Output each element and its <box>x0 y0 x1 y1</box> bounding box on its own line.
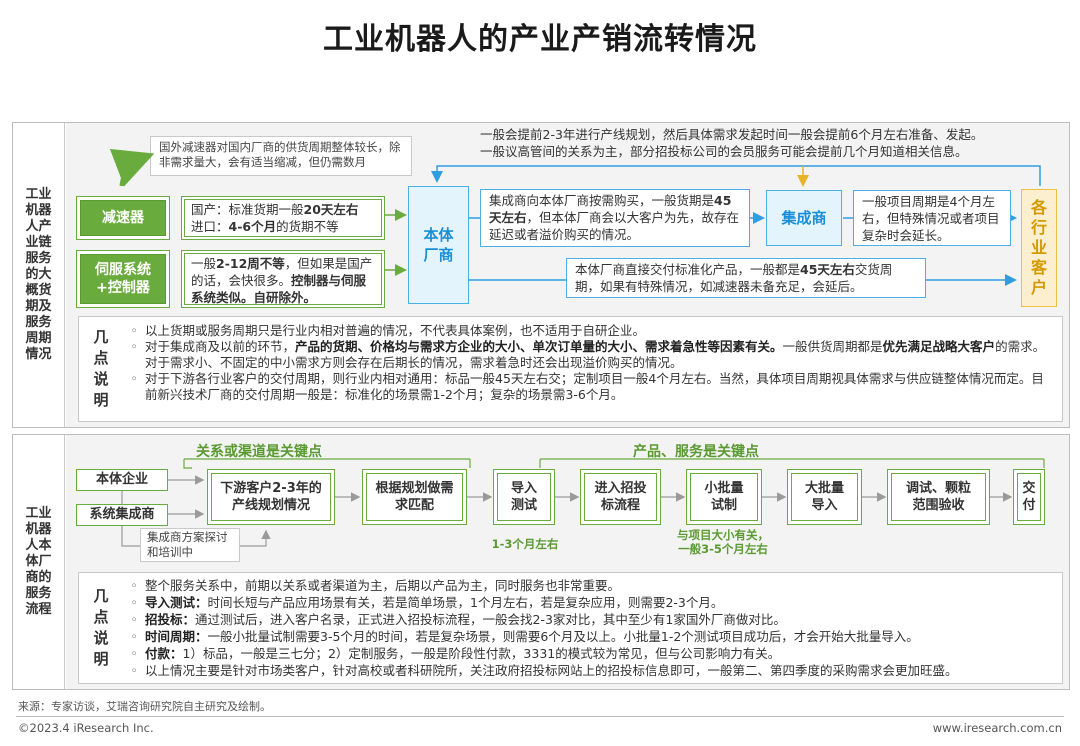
flow-step: 进入招投 标流程 <box>580 469 661 525</box>
section2-notes-label: 几点说明 <box>93 587 109 668</box>
bullet-icon: ◦ <box>130 629 138 644</box>
sys-integrator-box: 系统集成商 <box>76 504 168 526</box>
section2-notes: 几点说明 ◦整个服务关系中，前期以关系或者渠道为主，后期以产品为主，同时服务也非… <box>78 572 1063 684</box>
integrator-purchase-desc: 集成商向本体厂商按需购买，一般货期是45天左右，但本体厂商会以大客户为先，故存在… <box>480 189 750 247</box>
direct-delivery-desc: 本体厂商直接交付标准化产品，一般都是45天左右交货周期，如果有特殊情况，如减速器… <box>566 258 926 298</box>
source-note: 来源：专家访谈，艾瑞咨询研究院自主研究及绘制。 <box>18 700 271 713</box>
integrator-box: 集成商 <box>766 190 842 246</box>
bullet-icon: ◦ <box>130 578 138 593</box>
flow-step: 根据规划做需求匹配 <box>362 469 467 525</box>
section1-notes: 几点说明 ◦以上货期或服务周期只是行业内相对普遍的情况，不代表具体案例，也不适用… <box>78 316 1063 422</box>
flow-step-label: 导入 测试 <box>497 473 551 521</box>
planning-note: 一般会提前2-3年进行产线规划，然后具体需求发起时间一般会提前6个月左右准备、发… <box>480 127 984 142</box>
note-item: ◦招投标：通过测试后，进入客户名录，正式进入招投标流程，一般会找2-3家对比，其… <box>123 611 1053 628</box>
product-keypoint: 产品、服务是关键点 <box>633 444 759 460</box>
project-cycle-desc: 一般项目周期是4个月左右，但特殊情况或者项目复杂时会延长。 <box>853 190 1011 246</box>
entity-box: 本体企业 <box>76 469 168 491</box>
note-item: ◦以上情况主要是针对市场类客户，针对高校或者科研院所，关注政府招投标网站上的招投… <box>123 662 1053 679</box>
section2-notes-list: ◦整个服务关系中，前期以关系或者渠道为主，后期以产品为主，同时服务也非常重要。◦… <box>123 577 1053 679</box>
servo-desc-box: 一般2-12周不等，但如果是国产的话，会快很多。控制器与伺服系统类似。自研除外。 <box>181 250 385 308</box>
bullet-icon: ◦ <box>130 595 138 610</box>
website-link[interactable]: www.iresearch.com.cn <box>932 721 1062 735</box>
flow-step-label: 调试、颗粒 范围验收 <box>891 473 986 521</box>
manufacturer-box: 本体 厂商 <box>408 186 469 304</box>
flow-step-label: 根据规划做需求匹配 <box>366 473 463 521</box>
note-item: ◦整个服务关系中，前期以关系或者渠道为主，后期以产品为主，同时服务也非常重要。 <box>123 577 1053 594</box>
flow-step-label: 下游客户2-3年的产线规划情况 <box>211 473 331 521</box>
bullet-icon: ◦ <box>130 339 138 354</box>
page-title: 工业机器人的产业产销流转情况 <box>323 22 757 57</box>
flow-step: 下游客户2-3年的产线规划情况 <box>207 469 335 525</box>
flow-step: 导入 测试 <box>493 469 555 525</box>
flow-step-label: 交 付 <box>1017 473 1041 521</box>
bullet-icon: ◦ <box>130 371 138 386</box>
note-item: ◦时间周期：一般小批量试制需要3-5个月的时间，若是复杂场景，则需要6个月及以上… <box>123 628 1053 645</box>
bullet-icon: ◦ <box>130 323 138 338</box>
flow-step-label: 小批量 试制 <box>690 473 758 521</box>
note-item: ◦以上货期或服务周期只是行业内相对普遍的情况，不代表具体案例，也不适用于自研企业… <box>123 323 1053 339</box>
bullet-icon: ◦ <box>130 612 138 627</box>
flow-step-label: 进入招投 标流程 <box>584 473 657 521</box>
section1-notes-label: 几点说明 <box>93 328 109 409</box>
servo-desc: 一般2-12周不等，但如果是国产的话，会快很多。控制器与伺服系统类似。自研除外。 <box>184 253 382 305</box>
reducer-label: 减速器 <box>80 200 166 236</box>
section1-notes-list: ◦以上货期或服务周期只是行业内相对普遍的情况，不代表具体案例，也不适用于自研企业… <box>123 323 1053 403</box>
bullet-icon: ◦ <box>130 646 138 661</box>
relationship-keypoint: 关系或渠道是关键点 <box>196 444 322 460</box>
test-period-note: 1-3个月左右 <box>491 537 559 551</box>
note-item: ◦对于集成商及以前的环节，产品的货期、价格均与需求方企业的大小、单次订单量的大小… <box>123 339 1053 371</box>
small-batch-note: 与项目大小有关， 一般3-5个月左右 <box>677 528 769 556</box>
integrator-training-note: 集成商方案探讨和培训中 <box>140 528 240 562</box>
servo-box: 伺服系统 +控制器 <box>76 250 170 308</box>
copyright: ©2023.4 iResearch Inc. <box>18 721 154 735</box>
reducer-box: 减速器 <box>76 196 170 240</box>
reducer-desc: 国产：标准货期一般20天左右进口：4-6个月的货期不等 <box>184 199 382 237</box>
flow-step-label: 大批量 导入 <box>791 473 858 521</box>
note-item: ◦对于下游各行业客户的交付周期，则行业内相对通用：标品一般45天左右交；定制项目… <box>123 371 1053 403</box>
note-item: ◦付款：1）标品，一般是三七分；2）定制服务，一般是阶段性付款，3331的模式较… <box>123 645 1053 662</box>
footer-divider <box>16 716 1064 717</box>
section1-side-label: 工业机器人产业链服务的大概货期及服务周期情况 <box>13 123 65 427</box>
flow-step: 调试、颗粒 范围验收 <box>887 469 990 525</box>
flow-step: 小批量 试制 <box>686 469 762 525</box>
note-item: ◦导入测试：时间长短与产品应用场景有关，若是简单场景，1个月左右，若是复杂应用，… <box>123 594 1053 611</box>
flow-step: 大批量 导入 <box>787 469 862 525</box>
bullet-icon: ◦ <box>130 663 138 678</box>
servo-label: 伺服系统 +控制器 <box>80 254 166 304</box>
customers-box: 各行业客户 <box>1021 189 1057 307</box>
reducer-desc-box: 国产：标准货期一般20天左右进口：4-6个月的货期不等 <box>181 196 385 240</box>
relationship-note: 一般议高管间的关系为主，部分招投标公司的会员服务可能会提前几个月知道相关信息。 <box>480 144 968 159</box>
flow-step: 交 付 <box>1013 469 1045 525</box>
section2-side-label: 工业机器人本体厂商的服务流程 <box>13 435 65 689</box>
reducer-import-note: 国外减速器对国内厂商的供货周期整体较长，除非需求量大，会有适当缩减，但仍需数月 <box>150 136 412 176</box>
